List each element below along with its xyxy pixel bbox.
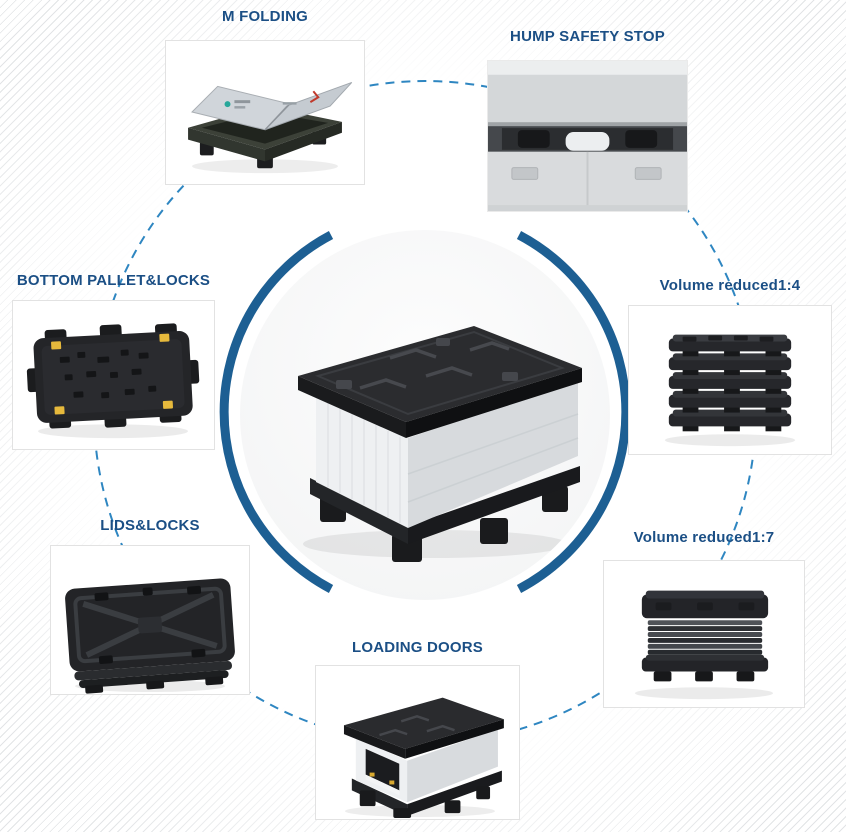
m-folding-label: M FOLDING [222,8,308,25]
loading-doors-image [343,697,504,819]
hump-safety-stop-image [488,61,687,211]
lids-locks-label: LIDS&LOCKS [100,517,200,534]
volume-reduced-1-4-feature [628,305,832,455]
pallet-container-image [298,326,582,562]
lids-locks-feature [50,545,250,695]
lid-image [65,578,235,694]
loading-doors-label: LOADING DOORS [352,639,483,656]
m-folding-feature [165,40,365,185]
right-arc [516,231,631,593]
volume-reduced-1-4-label: Volume reduced1:4 [659,277,801,294]
volume-reduced-1-7-feature [603,560,805,708]
folded-container-image [634,590,774,700]
volume-reduced-1-7-label: Volume reduced1:7 [633,529,775,546]
center-product-circle [240,230,610,600]
bottom-pallet-locks-label: BOTTOM PALLET&LOCKS [16,272,211,289]
bottom-pallet-image [26,323,200,439]
hump-safety-stop-feature [487,60,688,212]
hump-safety-stop-label: HUMP SAFETY STOP [510,28,665,45]
stacked-pallets-image [664,334,796,447]
m-folding-image [188,81,353,174]
loading-doors-feature [315,665,520,820]
left-arc [219,231,334,593]
bottom-pallet-locks-feature [12,300,215,450]
